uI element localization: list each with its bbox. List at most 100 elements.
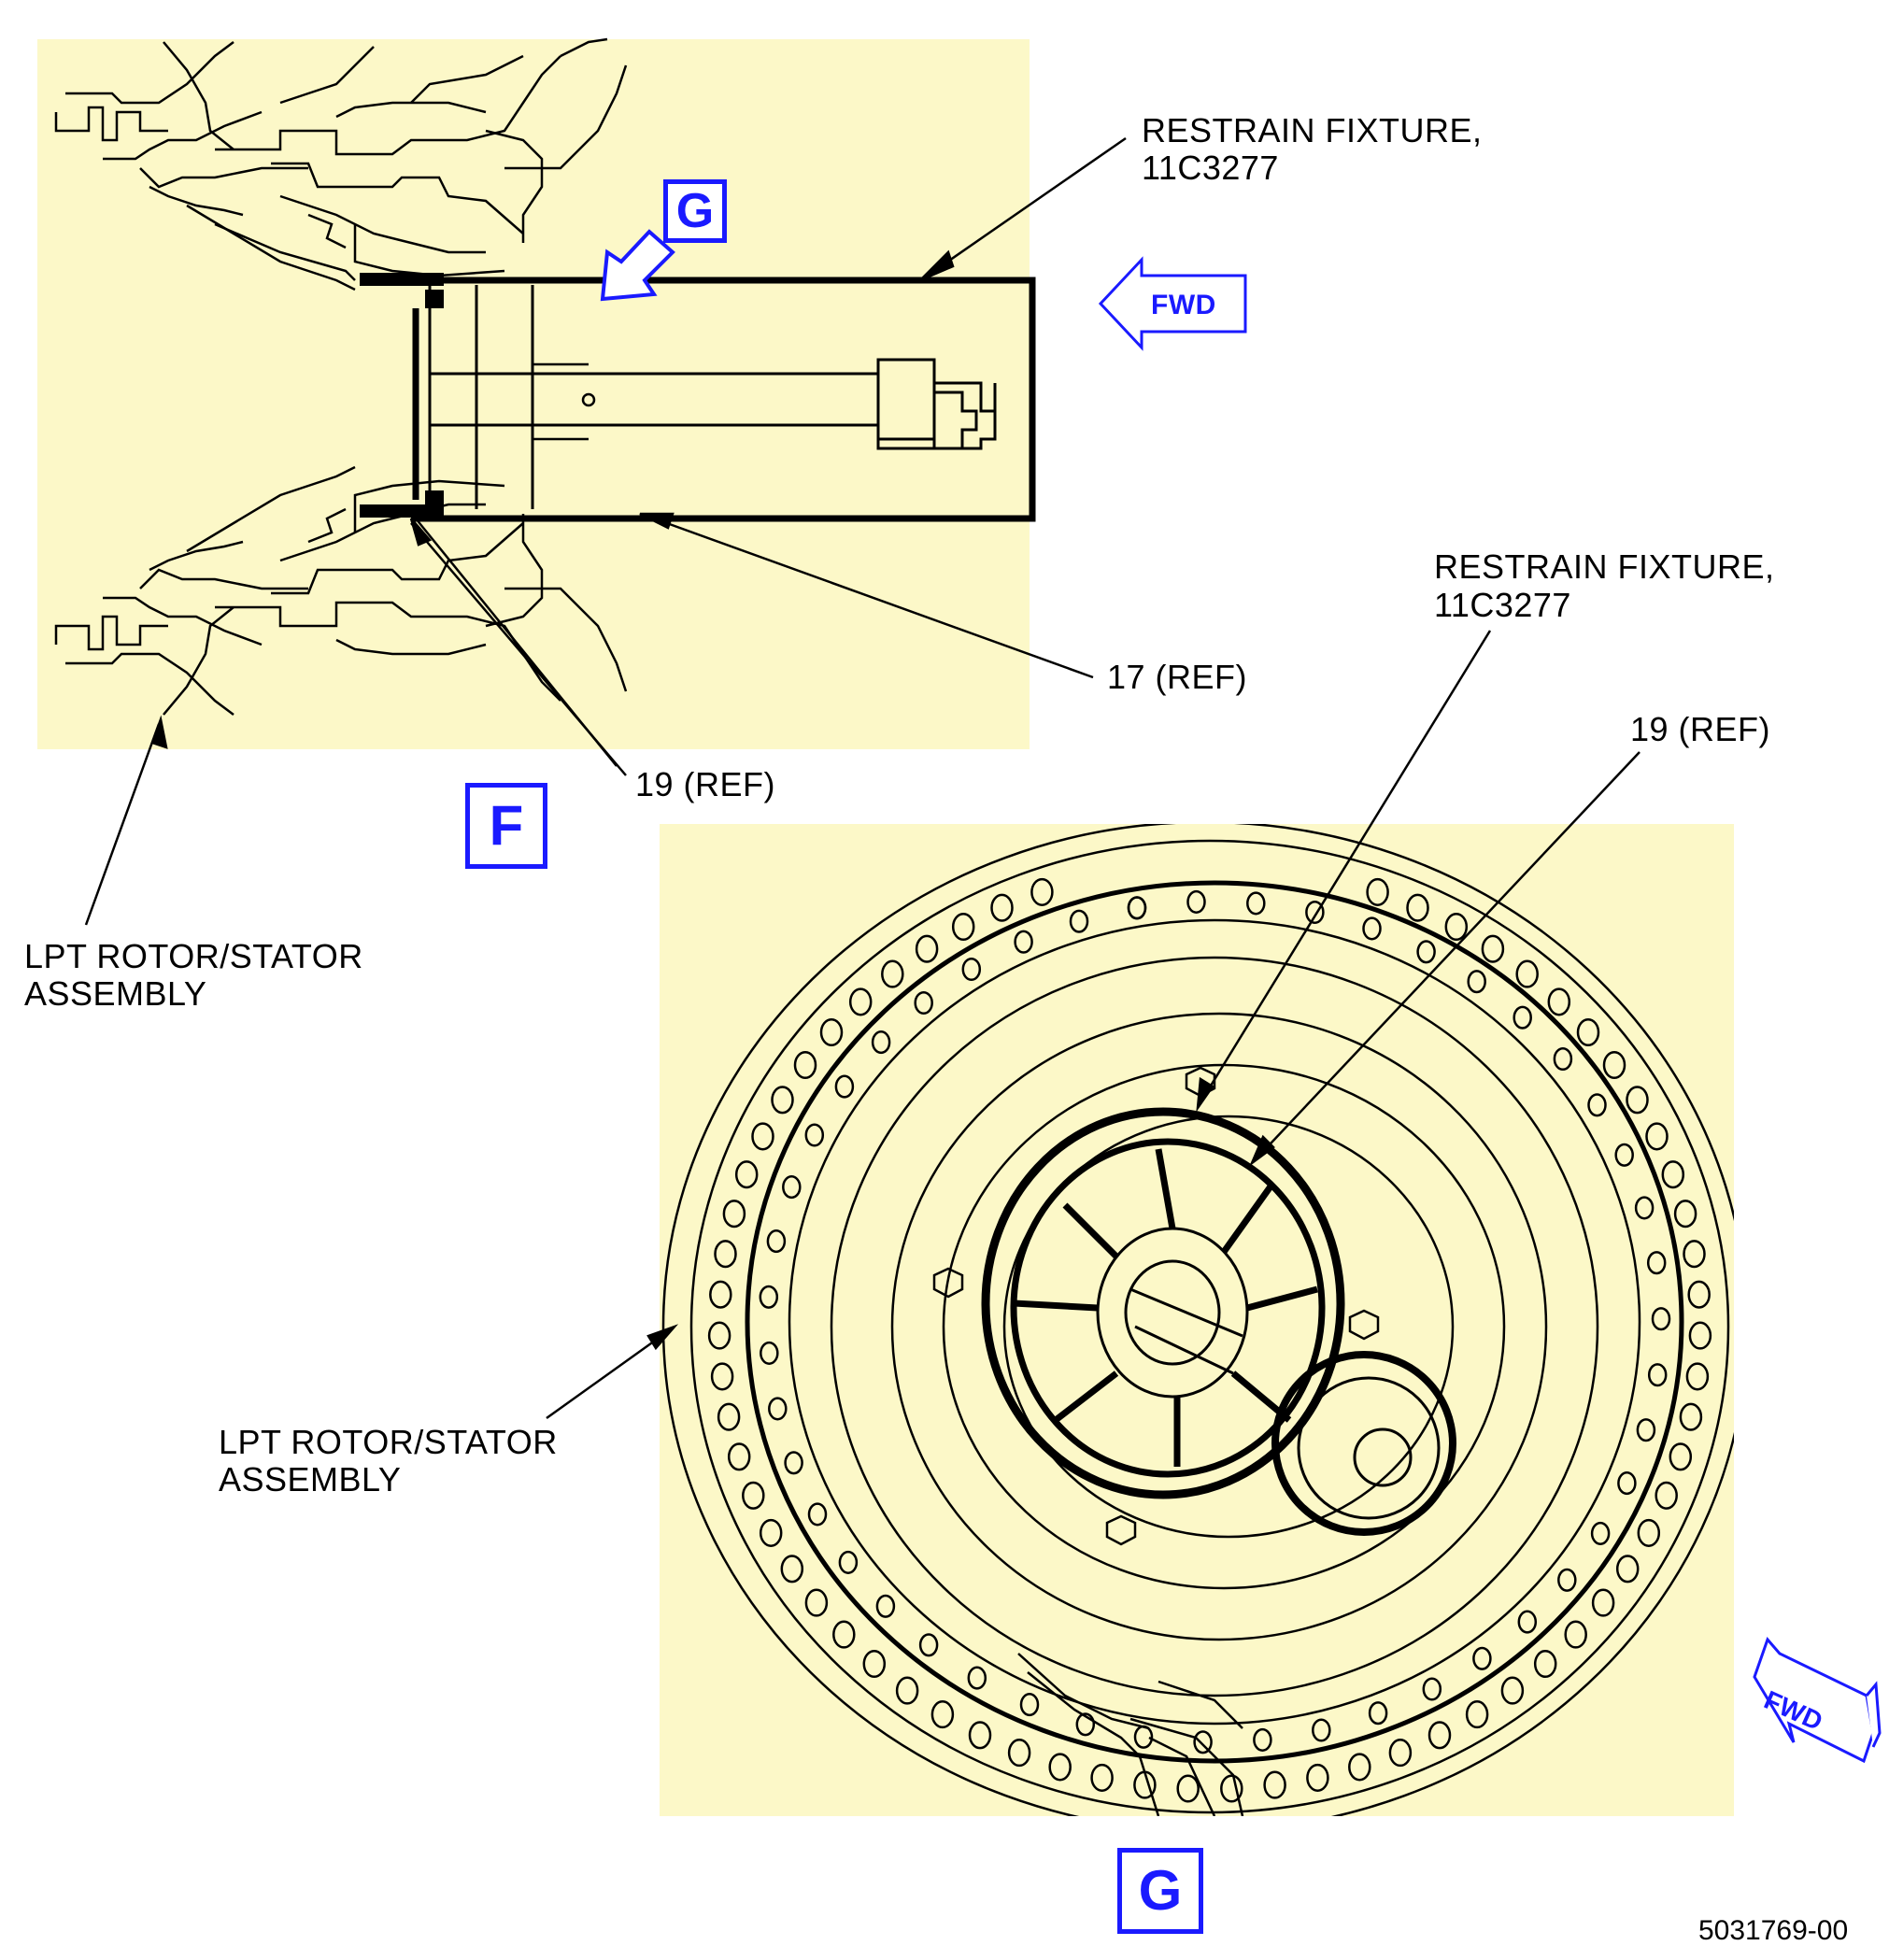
bolt-hole (1306, 1763, 1329, 1792)
bolt-hole (751, 1122, 774, 1151)
bolt-hole (1646, 1251, 1667, 1275)
label-19-ref-top: 19 (REF) (635, 765, 776, 803)
bolt-hole (1547, 987, 1571, 1016)
bolt-hole (804, 1588, 829, 1617)
bolt-hole (1669, 1442, 1693, 1471)
bolt-hole (1416, 940, 1436, 964)
bolt-hole (1090, 1763, 1114, 1792)
bolt-hole (771, 1086, 794, 1115)
bolt-hole (1553, 1046, 1573, 1072)
bolt-hole (742, 1481, 765, 1510)
bolt-hole (1688, 1321, 1712, 1350)
bolt-hole (1617, 1471, 1637, 1496)
bolt-hole (930, 1700, 955, 1729)
bolt-hole (1176, 1774, 1200, 1803)
label-19-ref-view-g: 19 (REF) (1630, 710, 1771, 748)
bolt-hole (914, 990, 933, 1016)
bolt-hole (1069, 909, 1089, 933)
leader-restrain-fixture-view-g (1199, 630, 1492, 1103)
bolt-hole (895, 1676, 919, 1705)
bolt-hole (1366, 877, 1389, 906)
bolt-hole (1602, 1050, 1626, 1080)
bolt-hole (832, 1620, 856, 1649)
fwd-label-top: FWD (1151, 290, 1216, 320)
bolt-hole (782, 1175, 802, 1200)
bolt-hole (760, 1341, 779, 1365)
bolt-hole (707, 1321, 731, 1350)
leader-19-ref-b (410, 522, 627, 776)
leader-lpt-left (84, 723, 161, 926)
bolt-hole (768, 1397, 788, 1421)
bolt-hole (1673, 1200, 1697, 1229)
view-marker-g-top: G (663, 179, 727, 243)
bolt-hole (759, 1518, 783, 1547)
bolt-hole (1651, 1307, 1671, 1331)
bolt-hole (1533, 1649, 1557, 1679)
bolt-hole (1467, 970, 1486, 994)
bolt-hole (1557, 1568, 1577, 1592)
bolt-hole (1312, 1718, 1331, 1742)
bolt-hole (1253, 1727, 1272, 1752)
view-g-direction-arrow (600, 229, 675, 302)
bolt-hole (871, 1030, 891, 1055)
bolt-hole (807, 1502, 828, 1527)
bolt-hole (1127, 896, 1147, 920)
bolt-hole (1655, 1481, 1678, 1510)
bolt-hole (1679, 1402, 1703, 1431)
bolt-hole (1636, 1418, 1656, 1442)
bolt-hole (1472, 1646, 1492, 1670)
bolt-hole (1637, 1518, 1661, 1547)
leader-17-ref (653, 517, 1094, 679)
bolt-hole (1500, 1676, 1525, 1705)
fwd-arrow-bottom (1753, 1637, 1882, 1764)
label-lpt-view-g-2: ASSEMBLY (219, 1460, 402, 1498)
bolt-hole (1591, 1588, 1615, 1617)
bolt-hole (717, 1402, 741, 1431)
figure-number: 5031769-00 (1698, 1915, 1849, 1946)
bolt-hole (1348, 1753, 1371, 1782)
bolt-hole (875, 1594, 896, 1618)
bolt-hole (967, 1666, 987, 1690)
view-marker-g-bottom: G (1117, 1848, 1203, 1934)
label-lpt-left-2: ASSEMBLY (24, 974, 207, 1013)
bolt-hole (951, 912, 975, 942)
bolt-hole (1048, 1753, 1072, 1782)
bolt-hole (1481, 934, 1505, 963)
label-restrain-fixture-top-2: 11C3277 (1142, 149, 1279, 187)
bolt-hole (1007, 1739, 1031, 1768)
view-f-section (37, 37, 1127, 926)
bolt-hole (1014, 930, 1033, 954)
bolt-hole (1647, 1363, 1668, 1387)
bolt-hole (1305, 900, 1325, 925)
leader-lpt-view-g (546, 1329, 669, 1420)
bolt-hole (1513, 1005, 1532, 1030)
bolt-hole (1517, 1610, 1538, 1634)
bolt-hole (734, 1160, 759, 1189)
label-lpt-left-1: LPT ROTOR/STATOR (24, 937, 363, 975)
bolt-hole (1683, 1240, 1706, 1269)
bolt-hole (759, 1285, 779, 1309)
bolt-hole (714, 1240, 737, 1269)
view-g-section (546, 630, 1734, 1816)
leader-restrain-fixture (933, 136, 1127, 273)
bolt-hole (968, 1721, 992, 1750)
bolt-hole (990, 893, 1014, 922)
bolt-hole (1626, 1086, 1649, 1115)
bolt-hole (1263, 1770, 1286, 1799)
fwd-arrow-top (1098, 256, 1247, 351)
bolt-hole (1075, 1712, 1096, 1737)
bolt-hole (793, 1050, 817, 1080)
bolt-hole (722, 1200, 746, 1229)
bolt-hole (1368, 1701, 1388, 1726)
bolt-hole (1587, 1093, 1607, 1117)
bolt-hole (1590, 1521, 1611, 1545)
bolt-hole (1515, 959, 1539, 988)
bolt-hole (961, 957, 982, 982)
leader-19-ref-view-g (1256, 751, 1640, 1159)
bolt-hole (881, 959, 904, 988)
bolt-hole (819, 1017, 844, 1047)
bolt-hole (780, 1555, 804, 1584)
label-restrain-fixture-top-1: RESTRAIN FIXTURE, (1142, 111, 1483, 149)
bolt-hole (1645, 1122, 1669, 1151)
bolt-hole (1030, 877, 1054, 906)
